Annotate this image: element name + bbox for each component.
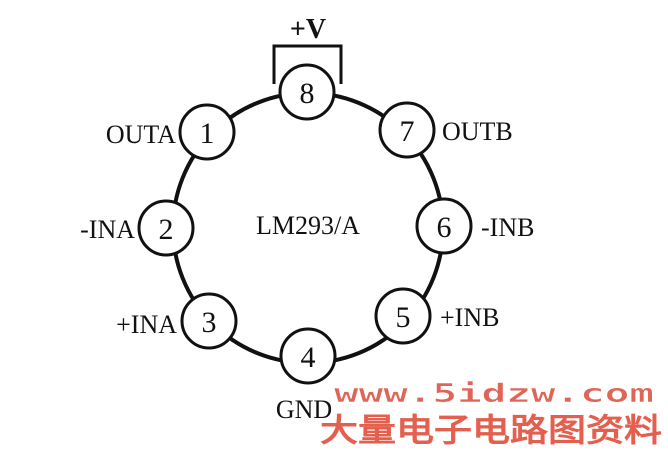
chip-model-label: LM293/A bbox=[256, 211, 360, 240]
pin-7: 7 OUTB bbox=[378, 101, 513, 159]
pin-4-circle bbox=[279, 327, 337, 385]
pin-7-name: OUTB bbox=[442, 117, 513, 146]
pin-2: 2 -INA bbox=[80, 199, 195, 257]
supply-bracket bbox=[272, 44, 343, 84]
pin-8: 8 bbox=[278, 63, 336, 121]
pin-6-number: 6 bbox=[437, 211, 452, 244]
pin-1: 1 OUTA bbox=[106, 103, 236, 161]
pin-5-name: +INB bbox=[440, 303, 499, 332]
watermark-text: 大量电子电路图资料 bbox=[320, 411, 662, 449]
pin-4-name: GND bbox=[276, 395, 332, 424]
pin-1-number: 1 bbox=[200, 117, 215, 150]
pin-4: 4 GND bbox=[276, 327, 337, 424]
pin-2-circle bbox=[137, 199, 195, 257]
pin-5: 5 +INB bbox=[374, 287, 499, 345]
pin-4-number: 4 bbox=[301, 341, 316, 374]
watermark-url: www.5idzw.com bbox=[334, 379, 654, 409]
pin-3: 3 +INA bbox=[116, 292, 238, 350]
pin-1-name: OUTA bbox=[106, 120, 176, 149]
pin-5-number: 5 bbox=[396, 301, 411, 334]
pin-3-circle bbox=[180, 292, 238, 350]
pin-1-circle bbox=[178, 103, 236, 161]
pin-7-circle bbox=[378, 101, 436, 159]
pin-6: 6 -INB bbox=[415, 197, 534, 255]
pin-2-name: -INA bbox=[80, 215, 135, 244]
pin-7-number: 7 bbox=[400, 115, 415, 148]
pin-6-circle bbox=[415, 197, 473, 255]
pin-3-name: +INA bbox=[116, 310, 177, 339]
pin-8-circle bbox=[278, 63, 336, 121]
pin-5-circle bbox=[374, 287, 432, 345]
pin-8-number: 8 bbox=[300, 77, 315, 110]
pin-2-number: 2 bbox=[159, 213, 174, 246]
pin-3-number: 3 bbox=[202, 306, 217, 339]
supply-label: +V bbox=[290, 14, 326, 45]
pin-6-name: -INB bbox=[481, 213, 534, 242]
